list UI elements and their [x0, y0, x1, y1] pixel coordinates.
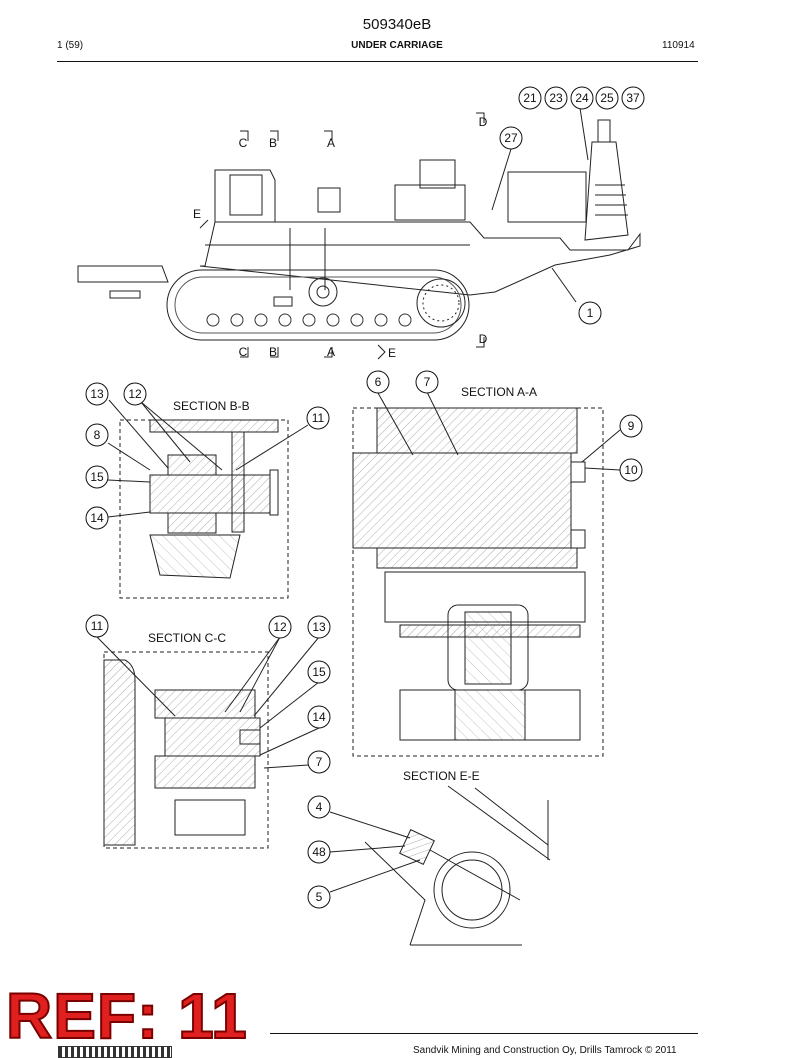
crawler-side-view — [77, 119, 641, 341]
svg-text:4: 4 — [316, 800, 323, 814]
callout-10: 10 — [619, 458, 643, 482]
callout-11-b: 11 — [306, 406, 330, 430]
callout-21: 21 — [518, 86, 542, 110]
header-rule — [57, 61, 698, 62]
callout-4: 4 — [307, 795, 331, 819]
section-a-label: SECTION A-A — [461, 385, 537, 399]
view-marker-d-top: D — [479, 115, 488, 129]
svg-text:1: 1 — [587, 306, 594, 320]
view-marker-c-bottom: C — [239, 345, 248, 359]
callout-12-c: 12 — [268, 615, 292, 639]
callout-37: 37 — [621, 86, 645, 110]
svg-text:24: 24 — [575, 91, 589, 105]
svg-text:13: 13 — [312, 620, 326, 634]
callout-27: 27 — [499, 126, 523, 150]
callout-11-c: 11 — [85, 614, 109, 638]
svg-text:5: 5 — [316, 890, 323, 904]
svg-text:15: 15 — [90, 470, 104, 484]
callout-8: 8 — [85, 423, 109, 447]
section-b-label: SECTION B-B — [173, 399, 250, 413]
svg-text:27: 27 — [504, 131, 518, 145]
svg-text:13: 13 — [90, 387, 104, 401]
callout-9: 9 — [619, 414, 643, 438]
view-marker-c-top: C — [239, 136, 248, 150]
section-c-label: SECTION C-C — [148, 631, 226, 645]
sandvik-logo — [58, 1046, 172, 1058]
svg-text:11: 11 — [312, 411, 325, 425]
document-code: 110914 — [662, 40, 695, 51]
callout-13-b: 13 — [85, 382, 109, 406]
svg-text:25: 25 — [600, 91, 614, 105]
svg-text:6: 6 — [375, 375, 382, 389]
view-marker-b-bottom: B — [269, 345, 277, 359]
section-e-label: SECTION E-E — [403, 769, 480, 783]
callout-48: 48 — [307, 840, 331, 864]
svg-text:12: 12 — [273, 620, 287, 634]
svg-text:37: 37 — [626, 91, 640, 105]
page-number: 1 (59) — [57, 40, 84, 51]
view-marker-b-top: B — [269, 136, 277, 150]
svg-text:8: 8 — [94, 428, 101, 442]
callout-13-c: 13 — [307, 615, 331, 639]
svg-text:7: 7 — [424, 375, 431, 389]
callout-1: 1 — [578, 301, 602, 325]
callout-6: 6 — [366, 370, 390, 394]
view-marker-d-bottom: D — [479, 332, 488, 346]
callout-14-b: 14 — [85, 506, 109, 530]
callout-7-c: 7 — [307, 750, 331, 774]
callout-14-c: 14 — [307, 705, 331, 729]
callout-5: 5 — [307, 885, 331, 909]
section-a-drawing — [352, 407, 604, 757]
callout-7-a: 7 — [415, 370, 439, 394]
svg-text:14: 14 — [312, 710, 326, 724]
section-c-drawing — [103, 651, 269, 849]
view-marker-e-bottom: E — [388, 346, 396, 360]
reference-stamp: REF: 11 — [5, 980, 248, 1052]
section-title: UNDER CARRIAGE — [351, 40, 443, 51]
callout-23: 23 — [544, 86, 568, 110]
view-marker-a-bottom: A — [327, 345, 335, 359]
svg-text:10: 10 — [624, 463, 638, 477]
section-b-drawing — [119, 419, 289, 599]
callout-25: 25 — [595, 86, 619, 110]
footer-copyright: Sandvik Mining and Construction Oy, Dril… — [413, 1045, 677, 1056]
svg-text:15: 15 — [312, 665, 326, 679]
svg-text:12: 12 — [128, 387, 142, 401]
document-title: 509340eB — [362, 16, 432, 33]
svg-text:14: 14 — [90, 511, 104, 525]
section-e-drawing — [364, 785, 551, 946]
svg-text:23: 23 — [549, 91, 563, 105]
svg-text:48: 48 — [312, 845, 326, 859]
callout-12-b: 12 — [123, 382, 147, 406]
svg-text:9: 9 — [628, 419, 635, 433]
view-marker-a-top: A — [327, 136, 335, 150]
svg-text:11: 11 — [91, 619, 104, 633]
view-marker-e-top: E — [193, 207, 201, 221]
footer-rule — [270, 1033, 698, 1034]
callout-24: 24 — [570, 86, 594, 110]
callout-15-c: 15 — [307, 660, 331, 684]
svg-text:7: 7 — [316, 755, 323, 769]
callout-15-b: 15 — [85, 465, 109, 489]
svg-text:21: 21 — [523, 91, 537, 105]
